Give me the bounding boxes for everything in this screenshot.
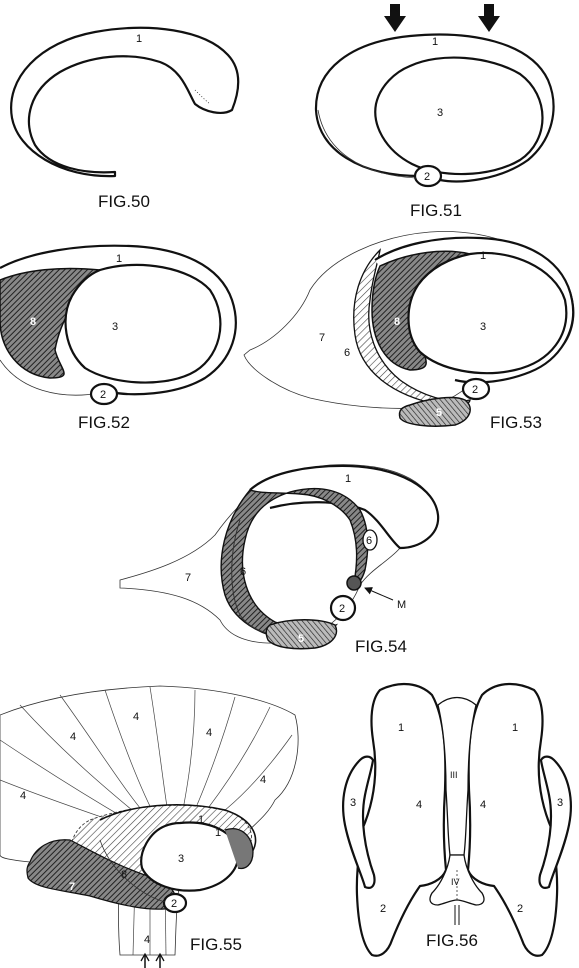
fig55-label-3: 3 bbox=[178, 853, 184, 865]
fig51-label-1: 1 bbox=[432, 36, 438, 48]
fig54-label-m: M bbox=[397, 599, 406, 611]
fig55-label-1b: 1 bbox=[215, 827, 221, 839]
fig53-label-3: 3 bbox=[480, 321, 486, 333]
fig53-label-2: 2 bbox=[472, 384, 478, 396]
fig55-label-8: 8 bbox=[121, 869, 127, 881]
figure-52: 1 8 3 2 FIG.52 bbox=[0, 246, 236, 432]
fig55-thalamus-3 bbox=[141, 823, 238, 891]
fig56-label-1-right: 1 bbox=[512, 722, 518, 734]
fig50-caption: FIG.50 bbox=[98, 192, 150, 211]
fig56-caption: FIG.56 bbox=[426, 931, 478, 950]
fig55-label-4c: 4 bbox=[206, 727, 212, 739]
figure-55: 4 4 4 4 4 4 1 1 3 8 7 2 FIG.55 bbox=[0, 686, 298, 968]
fig55-label-4b: 4 bbox=[70, 731, 76, 743]
fig51-arrow-b-label: B bbox=[485, 3, 492, 15]
fig53-label-5: 5 bbox=[436, 407, 442, 419]
fig54-label-5: 5 bbox=[298, 633, 304, 645]
fig56-label-iv: IV bbox=[451, 877, 460, 887]
figure-51: 1 3 2 A B FIG.51 bbox=[316, 3, 554, 220]
fig54-pointer-arrow-icon bbox=[365, 588, 393, 600]
fig55-label-4f: 4 bbox=[144, 934, 150, 946]
fig55-label-1a: 1 bbox=[198, 814, 204, 826]
fig54-label-6-lower: 6 bbox=[240, 566, 246, 578]
fig56-label-iii: III bbox=[450, 770, 458, 780]
fig51-caption: FIG.51 bbox=[410, 201, 462, 220]
fig50-ventricle-outline bbox=[11, 28, 238, 176]
fig53-caption: FIG.53 bbox=[490, 413, 542, 432]
fig52-label-2: 2 bbox=[100, 389, 106, 401]
fig56-label-2-left: 2 bbox=[380, 903, 386, 915]
fig56-label-3-left: 3 bbox=[350, 797, 356, 809]
fig54-caption: FIG.54 bbox=[355, 637, 407, 656]
fig55-label-2: 2 bbox=[171, 898, 177, 910]
figure-50: 1 FIG.50 bbox=[11, 28, 238, 211]
fig53-region-5 bbox=[399, 398, 470, 427]
fig51-thalamus-3 bbox=[375, 58, 542, 174]
fig56-label-2-right: 2 bbox=[517, 903, 523, 915]
fig56-label-4-left: 4 bbox=[416, 799, 422, 811]
fig51-arrow-a-label: A bbox=[390, 3, 398, 15]
fig54-label-7: 7 bbox=[185, 572, 191, 584]
fig53-label-6: 6 bbox=[344, 347, 350, 359]
fig55-label-4e: 4 bbox=[260, 774, 266, 786]
fig56-label-4-right: 4 bbox=[480, 799, 486, 811]
figure-53: 1 8 3 7 6 2 5 FIG.53 bbox=[244, 232, 574, 432]
fig52-label-8: 8 bbox=[30, 316, 36, 328]
fig52-label-1: 1 bbox=[116, 253, 122, 265]
figure-54: 1 6 6 7 2 5 M FIG.54 bbox=[120, 465, 438, 656]
fig53-thalamus-3 bbox=[408, 253, 566, 373]
fig53-label-1: 1 bbox=[480, 250, 486, 262]
fig55-label-7: 7 bbox=[69, 881, 75, 893]
fig51-label-3: 3 bbox=[437, 107, 443, 119]
fig56-label-1-left: 1 bbox=[398, 722, 404, 734]
fig56-label-3-right: 3 bbox=[557, 797, 563, 809]
fig52-caption: FIG.52 bbox=[78, 413, 130, 432]
fig53-label-8: 8 bbox=[394, 316, 400, 328]
fig54-label-2: 2 bbox=[339, 603, 345, 615]
fig52-label-3: 3 bbox=[112, 321, 118, 333]
fig51-label-2: 2 bbox=[424, 171, 430, 183]
fig53-label-7: 7 bbox=[319, 332, 325, 344]
fig52-thalamus-3 bbox=[66, 265, 221, 383]
fig54-label-1: 1 bbox=[345, 473, 351, 485]
fig55-caption: FIG.55 bbox=[190, 935, 242, 954]
fig55-label-4d: 4 bbox=[20, 790, 26, 802]
fig54-label-6-upper: 6 bbox=[366, 535, 372, 547]
figure-56: 1 1 3 3 4 4 2 2 III IV FIG.56 bbox=[343, 684, 571, 956]
fig50-label-1: 1 bbox=[136, 33, 142, 45]
fig55-label-4a: 4 bbox=[133, 711, 139, 723]
fig54-mass-m bbox=[347, 576, 361, 590]
